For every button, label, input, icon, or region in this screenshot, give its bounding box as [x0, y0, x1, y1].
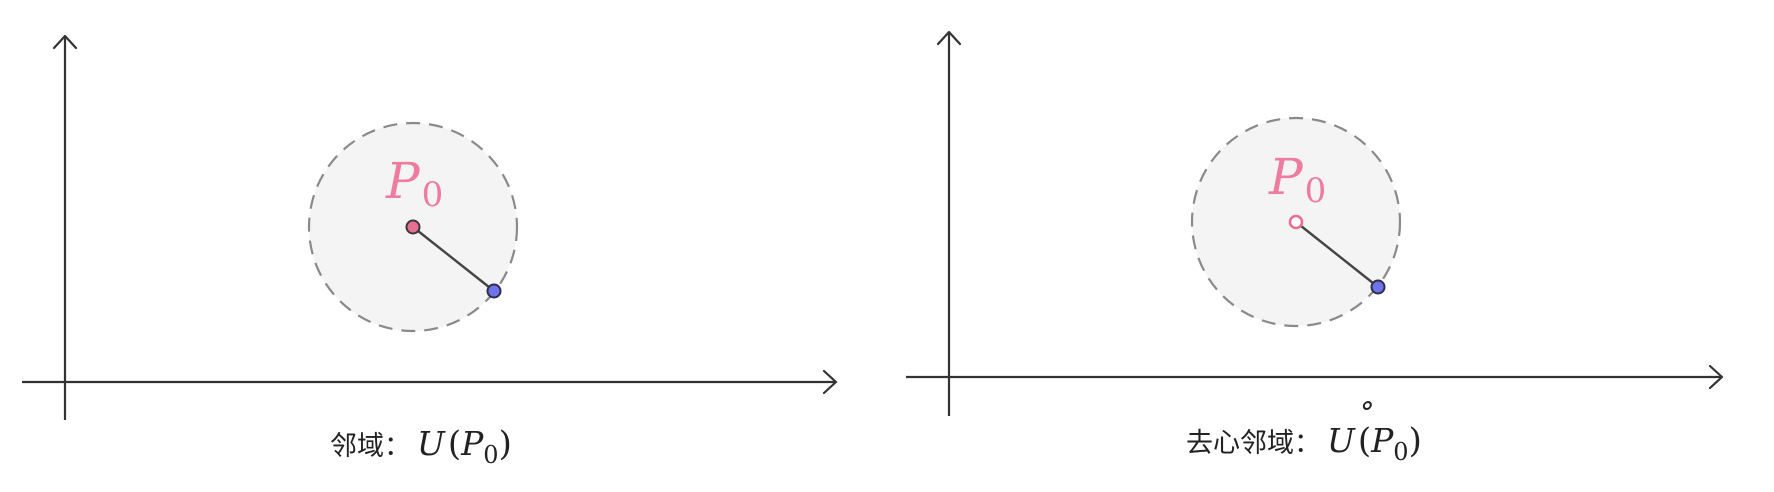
y-axis-arrow-icon [52, 34, 78, 50]
point-label-p0: P0 [1268, 148, 1326, 211]
panel-deleted-neighborhood: P0 去心邻域：U(P0) ˚ [906, 30, 1724, 466]
caption-symbol: U [1327, 421, 1356, 460]
caption-symbol: U [417, 424, 446, 463]
center-point-p0-hollow [1288, 214, 1304, 230]
point-label-p0: P0 [385, 152, 443, 215]
caption-text: 去心邻域： [1186, 428, 1321, 459]
radius-segment [412, 226, 495, 292]
center-point-p0 [405, 219, 421, 235]
caption-neighborhood: 邻域：U(P0) [330, 424, 512, 469]
panel-neighborhood: P0 邻域：U(P0) [22, 34, 838, 469]
ring-accent: ˚ [1356, 399, 1373, 438]
caption-deleted-neighborhood: 去心邻域：U(P0) [1186, 421, 1422, 466]
boundary-point [1370, 279, 1386, 295]
x-axis-arrow-icon [822, 369, 838, 395]
radius-segment [1295, 221, 1379, 288]
x-axis-arrow-icon [1708, 364, 1724, 390]
boundary-point [486, 283, 502, 299]
y-axis-arrow-icon [936, 30, 962, 46]
caption-text: 邻域： [330, 431, 411, 462]
